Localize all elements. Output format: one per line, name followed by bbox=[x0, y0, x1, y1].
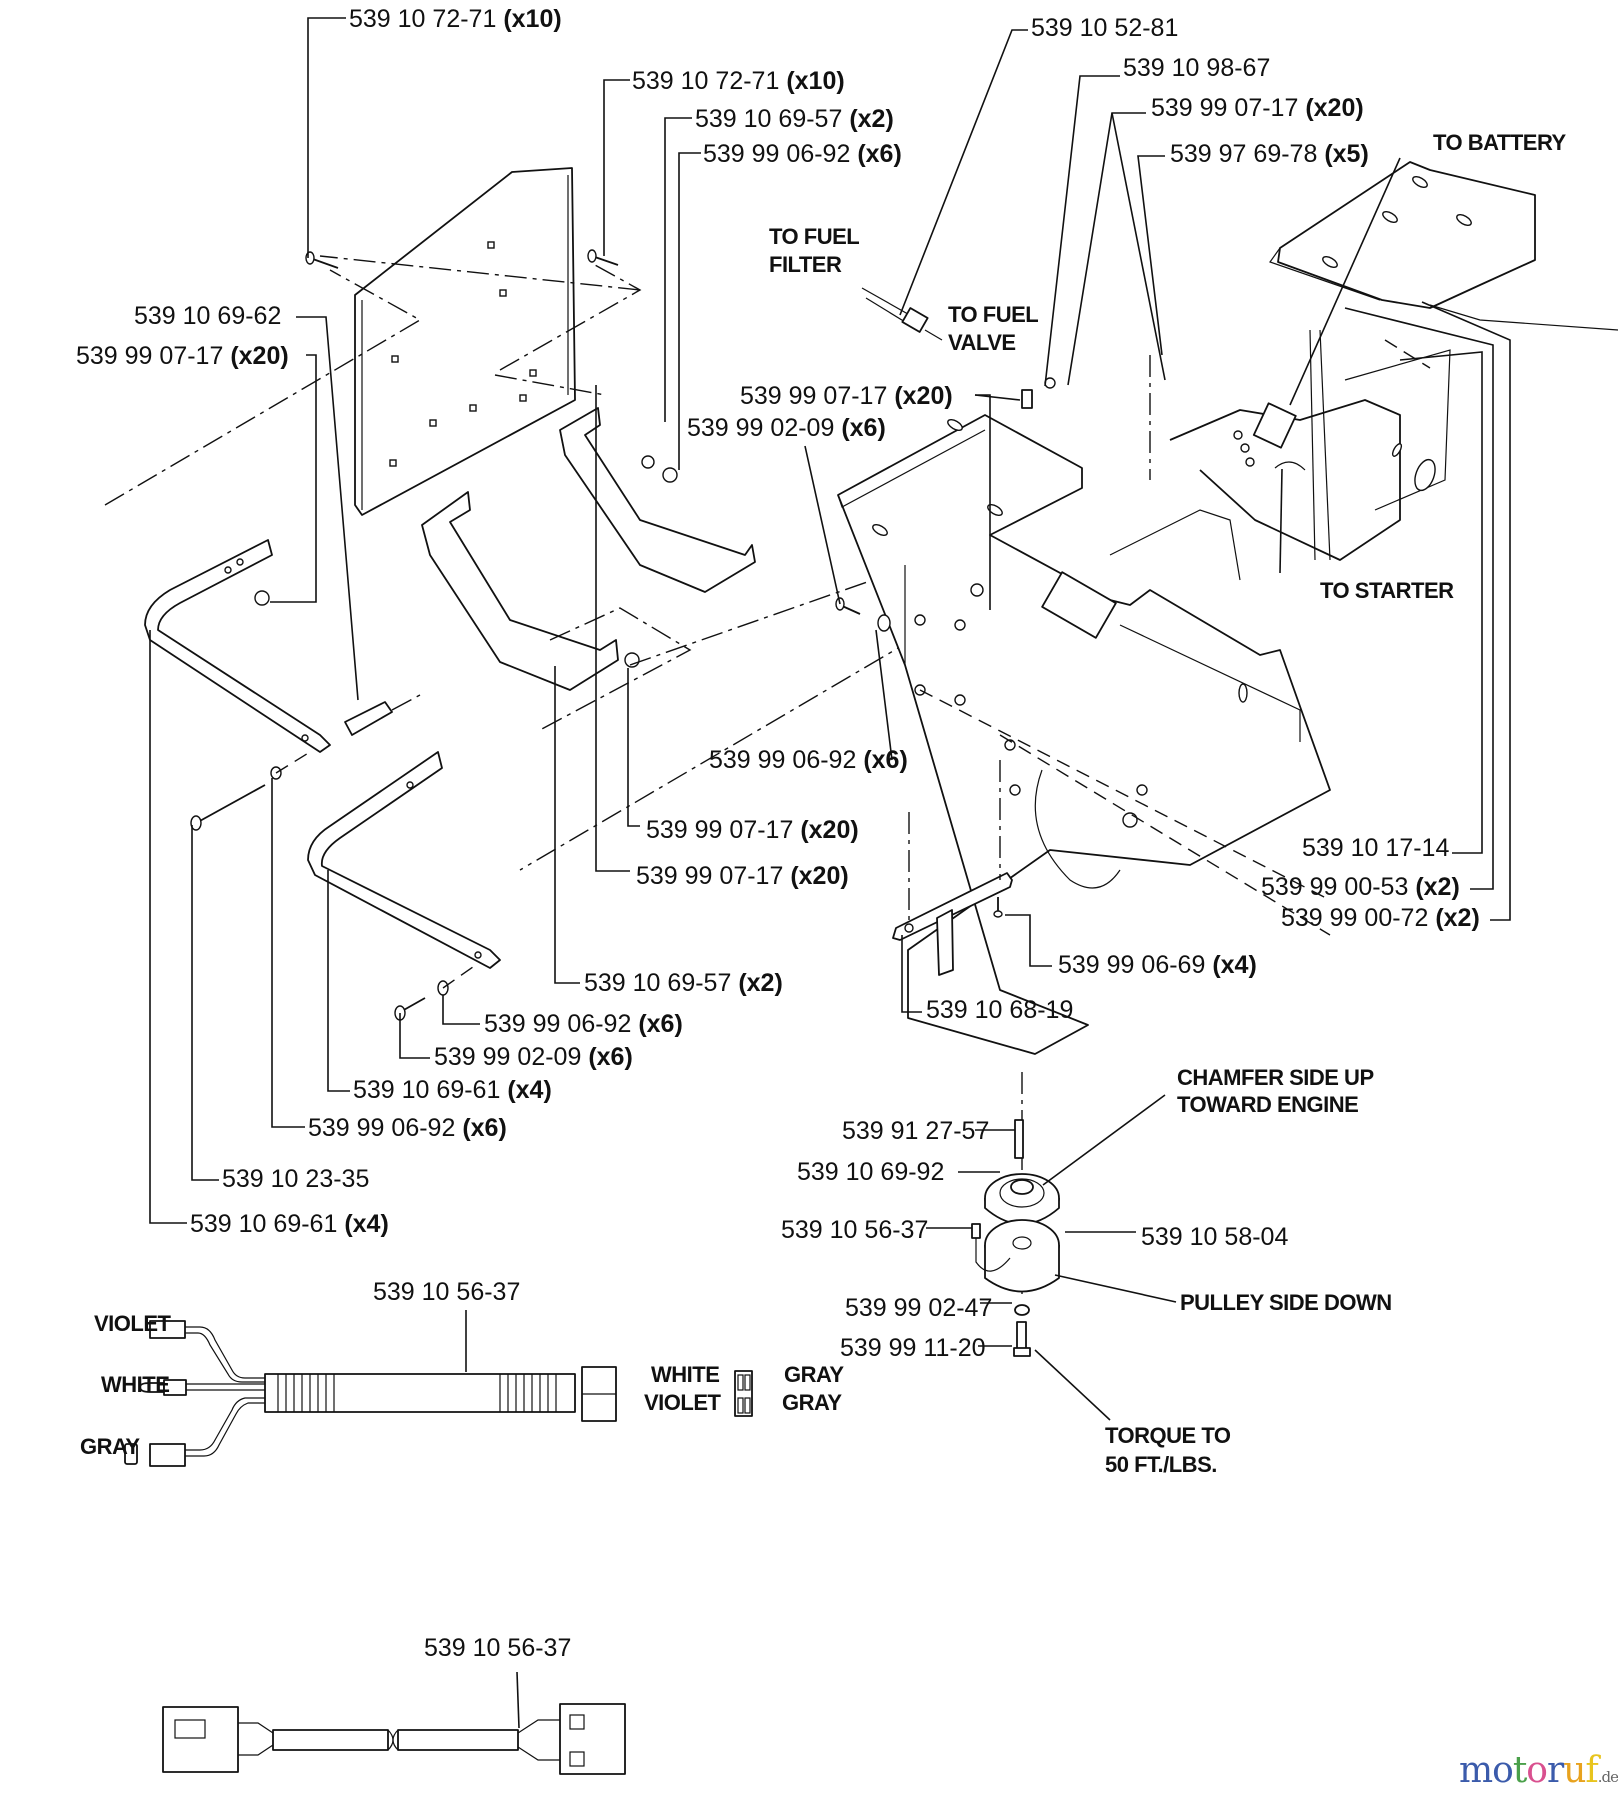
label-l16: 539 10 17-14 bbox=[1302, 834, 1449, 862]
spacer-539-10-69-62 bbox=[344, 694, 421, 736]
label-l11: 539 99 07-17 (x20) bbox=[740, 382, 953, 410]
label-l7: 539 99 07-17 (x20) bbox=[1151, 94, 1364, 122]
label-l19: 539 99 06-69 (x4) bbox=[1058, 951, 1257, 979]
label-l9: 539 10 69-62 bbox=[134, 302, 281, 330]
label-l34: 539 10 56-37 bbox=[373, 1278, 520, 1306]
rear-frame bbox=[1169, 329, 1451, 561]
note-to-fuel-filter-2: FILTER bbox=[769, 252, 842, 277]
wire-label-violet-left: VIOLET bbox=[94, 1311, 172, 1336]
wire-label-gray-right-1: GRAY bbox=[784, 1362, 844, 1387]
bolt-539-10-23-35 bbox=[190, 751, 311, 831]
label-l35: 539 10 56-37 bbox=[424, 1634, 571, 1662]
label-l15: 539 99 07-17 (x20) bbox=[636, 862, 849, 890]
solenoid bbox=[1233, 402, 1306, 471]
note-chamfer-2: TOWARD ENGINE bbox=[1177, 1092, 1358, 1117]
label-l21: 539 10 69-57 (x2) bbox=[584, 969, 783, 997]
clamp-539-10-98-67 bbox=[1021, 377, 1056, 409]
bolt-539-10-72-71-right bbox=[587, 249, 619, 266]
fuel-line bbox=[861, 287, 943, 341]
leg-539-10-69-61-upper bbox=[144, 539, 331, 753]
label-l30: 539 10 56-37 bbox=[781, 1216, 928, 1244]
label-l32: 539 99 02-47 bbox=[845, 1294, 992, 1322]
note-to-starter: TO STARTER bbox=[1320, 578, 1454, 603]
nut-left bbox=[254, 590, 270, 606]
label-l29: 539 10 69-92 bbox=[797, 1158, 944, 1186]
bracket-539-10-68-19 bbox=[892, 760, 1013, 976]
logo-suffix: .de bbox=[1597, 1768, 1618, 1786]
bolt-539-99-02-09-lower bbox=[394, 961, 481, 1021]
assembly-notes: TO FUEL FILTER TO FUEL VALVE TO BATTERY … bbox=[769, 130, 1567, 1477]
note-to-fuel-filter-1: TO FUEL bbox=[769, 224, 859, 249]
label-l2: 539 10 72-71 (x10) bbox=[632, 67, 845, 95]
label-l23: 539 99 02-09 (x6) bbox=[434, 1043, 633, 1071]
note-to-battery: TO BATTERY bbox=[1433, 130, 1567, 155]
bolt-539-99-02-09-mid bbox=[835, 583, 984, 632]
logo-letter: m bbox=[1459, 1750, 1493, 1791]
label-l14: 539 99 07-17 (x20) bbox=[646, 816, 859, 844]
label-l26: 539 10 23-35 bbox=[222, 1165, 369, 1193]
label-l6: 539 10 98-67 bbox=[1123, 54, 1270, 82]
wire-label-gray-left: GRAY bbox=[80, 1434, 140, 1459]
note-chamfer-1: CHAMFER SIDE UP bbox=[1177, 1065, 1374, 1090]
washer-539-99-02-47 bbox=[1014, 1304, 1030, 1316]
label-l25: 539 99 06-92 (x6) bbox=[308, 1114, 507, 1142]
logo-letter: t bbox=[1512, 1750, 1528, 1791]
logo-letter: o bbox=[1526, 1750, 1548, 1791]
bolt-539-99-06-69 bbox=[993, 897, 1003, 918]
label-l20: 539 10 68-19 bbox=[926, 996, 1073, 1024]
label-l33: 539 99 11-20 bbox=[840, 1334, 986, 1362]
wire-color-labels: VIOLET WHITE GRAY WHITE VIOLET GRAY GRAY bbox=[80, 1311, 845, 1459]
note-torque-2: 50 FT./LBS. bbox=[1105, 1452, 1217, 1477]
label-l8: 539 97 69-78 (x5) bbox=[1170, 140, 1369, 168]
label-l28: 539 91 27-57 bbox=[842, 1117, 989, 1145]
main-frame bbox=[837, 414, 1331, 1055]
bolt-539-99-11-20 bbox=[1013, 1321, 1031, 1357]
wire-label-white-left: WHITE bbox=[101, 1372, 169, 1397]
label-l22: 539 99 06-92 (x6) bbox=[484, 1010, 683, 1038]
wire-label-violet-right: VIOLET bbox=[644, 1390, 722, 1415]
logo-letter: r bbox=[1546, 1750, 1564, 1791]
label-l18: 539 99 00-72 (x2) bbox=[1281, 904, 1480, 932]
watermark-logo: motoruf.de bbox=[1459, 1750, 1618, 1791]
part-labels: 539 10 72-71 (x10) 539 10 72-71 (x10) 53… bbox=[76, 5, 1480, 1662]
nut-mid bbox=[624, 455, 678, 668]
deck-plate bbox=[1269, 161, 1618, 369]
wire-label-gray-right-2: GRAY bbox=[782, 1390, 842, 1415]
label-l1: 539 10 72-71 (x10) bbox=[349, 5, 562, 33]
logo-letter: o bbox=[1492, 1750, 1514, 1791]
note-torque-1: TORQUE TO bbox=[1105, 1423, 1231, 1448]
leader-lines bbox=[149, 17, 1511, 1729]
label-l17: 539 99 00-53 (x2) bbox=[1261, 873, 1460, 901]
note-pulley-side: PULLEY SIDE DOWN bbox=[1180, 1290, 1392, 1315]
wire-harness-539-10-56-37 bbox=[124, 1320, 753, 1467]
label-l24: 539 10 69-61 (x4) bbox=[353, 1076, 552, 1104]
logo-letter: f bbox=[1585, 1750, 1598, 1791]
note-to-fuel-valve-1: TO FUEL bbox=[948, 302, 1038, 327]
label-l31: 539 10 58-04 bbox=[1141, 1223, 1288, 1251]
label-l3: 539 10 69-57 (x2) bbox=[695, 105, 894, 133]
cable-539-10-56-37 bbox=[162, 1703, 626, 1775]
label-l10: 539 99 07-17 (x20) bbox=[76, 342, 289, 370]
label-l12: 539 99 02-09 (x6) bbox=[687, 414, 886, 442]
wire-label-white-right: WHITE bbox=[651, 1362, 719, 1387]
bolt-539-10-72-71-left bbox=[305, 251, 339, 269]
leg-539-10-69-61-lower bbox=[307, 751, 501, 969]
bracket-539-10-69-57-upper bbox=[559, 407, 756, 593]
bracket-539-10-69-57-lower bbox=[421, 491, 692, 731]
logo-letter: u bbox=[1563, 1750, 1586, 1791]
note-to-fuel-valve-2: VALVE bbox=[948, 330, 1016, 355]
clutch-539-10-58-04 bbox=[971, 1219, 1060, 1293]
side-plate bbox=[104, 167, 642, 516]
pulley-539-10-69-92 bbox=[984, 1072, 1060, 1300]
label-l27: 539 10 69-61 (x4) bbox=[190, 1210, 389, 1238]
label-l4: 539 99 06-92 (x6) bbox=[703, 140, 902, 168]
label-l5: 539 10 52-81 bbox=[1031, 14, 1178, 42]
label-l13: 539 99 06-92 (x6) bbox=[709, 746, 908, 774]
